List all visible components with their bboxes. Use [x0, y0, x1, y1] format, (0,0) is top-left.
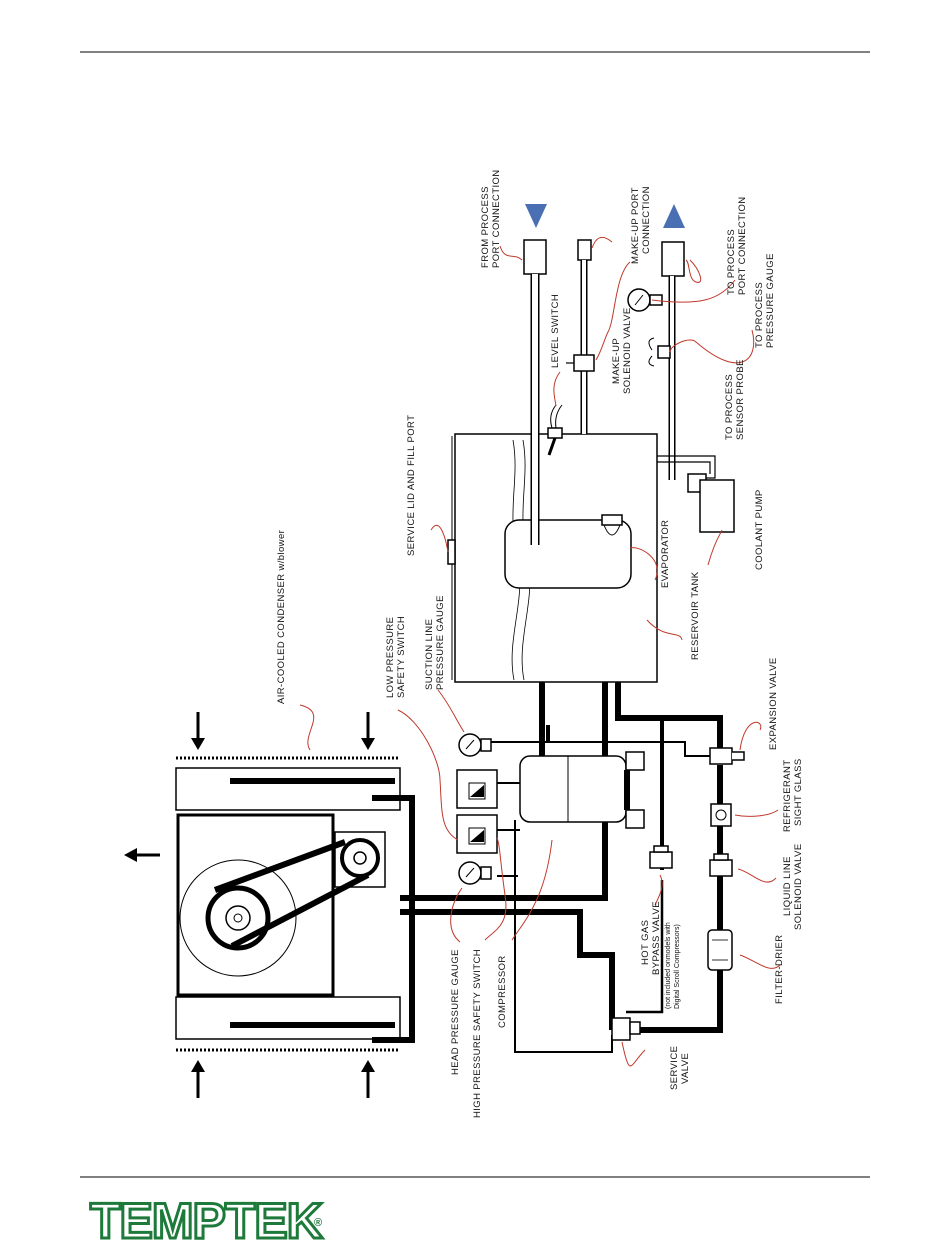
label-note-line: Digital Scroll Compressors): [674, 924, 681, 1009]
airflow-arrows: [124, 712, 375, 1098]
label-line: PRESSURE GAUGE: [765, 253, 776, 348]
condenser-blower: [179, 831, 386, 977]
label-condenser: AIR-COOLED CONDENSER w/blower: [276, 530, 287, 704]
expansion-valve: [709, 747, 745, 765]
logo-text: TEMPTEK: [90, 1193, 323, 1249]
label-line: TO PROCESS: [726, 229, 737, 295]
service-valve: [611, 1017, 641, 1041]
label-line: SERVICE: [669, 1046, 680, 1090]
label-makeup-valve: MAKE-UP SOLENOID VALVE: [611, 307, 633, 394]
label-sight-glass: REFRIGERANT SIGHT GLASS: [782, 758, 804, 832]
refrigerant-sight-glass: [710, 803, 732, 827]
label-line: FROM PROCESS: [480, 186, 491, 268]
label-line: SENSOR PROBE: [735, 359, 746, 440]
suction-line-pressure-gauge: [458, 733, 492, 757]
high-pressure-safety-switch: [456, 814, 498, 854]
label-from-process: FROM PROCESS PORT CONNECTION: [480, 169, 502, 268]
label-reservoir-tank: RESERVOIR TANK: [690, 571, 701, 660]
label-suction-gauge: SUCTION LINE PRESSURE GAUGE: [424, 595, 446, 690]
liquid-line-solenoid-valve: [709, 853, 733, 877]
label-service-valve: SERVICE VALVE: [669, 1046, 691, 1090]
logo-registered-mark: ®: [314, 1217, 322, 1229]
label-to-process-port: TO PROCESS PORT CONNECTION: [726, 196, 748, 295]
label-note-line: (not included onmodels with: [665, 922, 672, 1009]
label-level-switch: LEVEL SWITCH: [550, 294, 561, 368]
label-line: LOW PRESSURE: [385, 617, 396, 698]
label-coolant-pump: COOLANT PUMP: [754, 489, 765, 570]
label-line: VALVE: [680, 1053, 691, 1084]
label-evaporator: EVAPORATOR: [660, 520, 671, 588]
label-line: SIGHT GLASS: [793, 758, 804, 826]
label-makeup-port: MAKE-UP PORT CONNECTION: [630, 186, 652, 264]
label-service-lid: SERVICE LID AND FILL PORT: [406, 415, 417, 556]
label-to-process-gauge: TO PROCESS PRESSURE GAUGE: [754, 253, 776, 348]
label-line: REFRIGERANT: [782, 760, 793, 833]
label-head-gauge: HEAD PRESSURE GAUGE: [450, 949, 461, 1075]
inflow-arrow: [525, 204, 547, 228]
label-line: SOLENOID VALVE: [793, 843, 804, 930]
label-high-pressure: HIGH PRESSURE SAFETY SWITCH: [472, 949, 483, 1118]
label-compressor: COMPRESSOR: [497, 955, 508, 1028]
label-filter-drier: FILTER-DRIER: [774, 934, 785, 1004]
label-line: TO PROCESS: [754, 282, 765, 348]
label-line: MAKE-UP: [611, 338, 622, 384]
outflow-arrow: [663, 204, 685, 228]
label-line: LIQUID LINE: [782, 856, 793, 916]
leader-lines: [299, 236, 781, 1067]
hot-gas-bypass-valve: [649, 845, 673, 869]
label-hot-gas: HOT GAS BYPASS VALVE (not included onmod…: [640, 901, 681, 1009]
evaporator: [504, 514, 632, 589]
label-line: MAKE-UP PORT: [630, 187, 641, 264]
label-line: SOLENOID VALVE: [622, 307, 633, 394]
label-line: PORT CONNECTION: [491, 169, 502, 268]
compressor: [519, 751, 645, 829]
label-line: BYPASS VALVE: [651, 901, 662, 975]
label-line: TO PROCESS: [724, 374, 735, 440]
label-liquid-line: LIQUID LINE SOLENOID VALVE: [782, 843, 804, 930]
label-line: PRESSURE GAUGE: [435, 595, 446, 690]
filter-drier: [707, 929, 733, 971]
head-pressure-gauge: [458, 861, 492, 885]
temptek-logo: TEMPTEK ®: [89, 1192, 326, 1251]
label-line: SUCTION LINE: [424, 619, 435, 690]
label-line: CONNECTION: [641, 186, 652, 254]
label-line: SAFETY SWITCH: [396, 616, 407, 698]
label-low-pressure: LOW PRESSURE SAFETY SWITCH: [385, 616, 407, 698]
label-expansion-valve: EXPANSION VALVE: [768, 657, 779, 750]
label-to-process-probe: TO PROCESS SENSOR PROBE: [724, 359, 746, 440]
label-line: PORT CONNECTION: [737, 196, 748, 295]
label-line: HOT GAS: [640, 920, 651, 965]
process-piping: [523, 239, 735, 743]
low-pressure-safety-switch: [456, 769, 498, 809]
